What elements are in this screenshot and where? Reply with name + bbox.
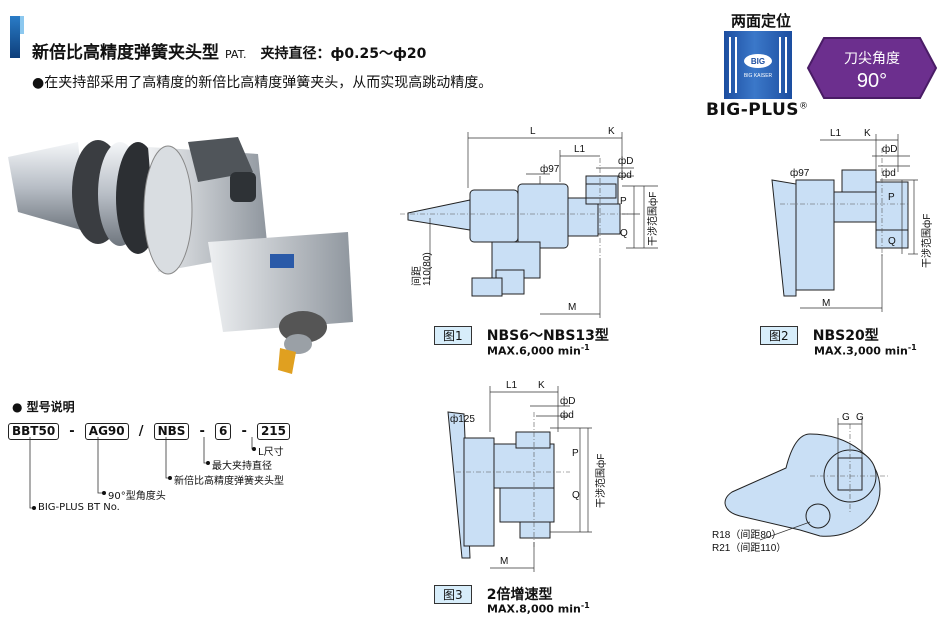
code-length: 215 xyxy=(256,423,291,440)
fig2-phiF: 干涉范围фF xyxy=(920,214,933,268)
fig4-R21: R21（间距110） xyxy=(712,541,786,554)
fig4-G1: G xyxy=(842,412,850,423)
fig2-speed: MAX.3,000 min xyxy=(814,344,908,358)
fig3-phiF: 干涉范围фF xyxy=(594,454,607,508)
fig2-sup: -1 xyxy=(907,343,917,352)
fig3-phiD: фD xyxy=(560,395,575,407)
fig1-P: P xyxy=(620,196,627,207)
fig2-speed-row: MAX.3,000 min-1 xyxy=(814,343,917,358)
brand-text: BIG-PLUS xyxy=(706,100,800,120)
note-nbs: 新倍比高精度弹簧夹头型 xyxy=(174,476,284,487)
reg-mark: ® xyxy=(799,101,809,112)
big-plus-logo: BIG BIG KAISER xyxy=(724,31,792,99)
logo-stripes-icon: BIG BIG KAISER xyxy=(729,37,787,93)
fig1-M: M xyxy=(568,302,576,313)
fig1-spacing2: 110(80) xyxy=(422,252,433,286)
code-ag: AG90 xyxy=(84,423,129,440)
fig3-sup: -1 xyxy=(580,601,590,610)
fig2-M: M xyxy=(822,298,830,309)
fig3-name: 2倍增速型 xyxy=(486,587,553,603)
fig3-L1: L1 xyxy=(506,380,518,391)
title-text: 新倍比高精度弹簧夹头型 xyxy=(32,43,219,63)
angle-badge: 刀尖角度 90° xyxy=(806,37,938,99)
sep-2: / xyxy=(138,424,144,439)
fig2-phiD: фD xyxy=(882,143,897,155)
angle-value: 90° xyxy=(857,70,887,92)
figure-4-drawing: G G R18（间距80） R21（间距110） xyxy=(712,412,890,554)
fig3-tag: 图3 xyxy=(434,585,472,604)
fig2-tag: 图2 xyxy=(760,326,798,345)
title-accent-bar xyxy=(10,16,24,58)
fig1-phiF: 干涉范围фF xyxy=(646,192,659,246)
fig1-phid: фd xyxy=(618,169,632,181)
fig2-phi97: ф97 xyxy=(790,167,810,179)
code-nbs: NBS xyxy=(153,423,190,440)
fig1-K: K xyxy=(608,126,615,137)
fig1-tag: 图1 xyxy=(434,326,472,345)
pat-mark: PAT. xyxy=(225,48,247,61)
fig3-speed-row: MAX.8,000 min-1 xyxy=(487,601,590,616)
fig1-speed-row: MAX.6,000 min-1 xyxy=(487,343,590,358)
fig1-phi97: ф97 xyxy=(540,163,560,175)
logo-mark: BIG xyxy=(751,57,765,66)
page-title: 新倍比高精度弹簧夹头型 PAT. 夹持直径：ф0.25〜ф20 xyxy=(32,38,426,63)
fig1-sup: -1 xyxy=(580,343,590,352)
figure-3-drawing: L1 K фD фd ф125 P Q 干涉范围фF M xyxy=(447,380,607,572)
fig1-L1: L1 xyxy=(574,144,586,155)
fig1-Q: Q xyxy=(620,228,628,239)
fig1-speed: MAX.6,000 min xyxy=(487,344,581,358)
code-bbt: BBT50 xyxy=(8,423,60,440)
fig4-G2: G xyxy=(856,412,864,423)
fig3-P: P xyxy=(572,448,579,459)
fig1-L: L xyxy=(530,126,536,137)
fig2-phid: фd xyxy=(882,167,896,179)
angle-label: 刀尖角度 xyxy=(844,50,900,66)
fig1-spacing1: 间距 xyxy=(410,266,423,286)
figure-1-drawing: L K L1 фD фd ф97 P Q 干涉范围фF M 间距 110(80) xyxy=(400,126,659,318)
sep-1: - xyxy=(69,424,75,439)
fig2-P: P xyxy=(888,192,895,203)
fig2-Q: Q xyxy=(888,236,896,247)
description: ●在夹持部采用了高精度的新倍比高精度弹簧夹头，从而实现高跳动精度。 xyxy=(32,75,493,91)
figure-2-drawing: L1 K фD фd ф97 P Q 干涉范围фF M xyxy=(771,128,933,312)
logo-brand: BIG-PLUS® xyxy=(706,100,809,120)
model-callout-lines xyxy=(29,437,256,510)
logo-sub: BIG KAISER xyxy=(744,73,773,79)
sep-4: - xyxy=(241,424,247,439)
fig2-L1: L1 xyxy=(830,128,842,139)
fig3-phi125: ф125 xyxy=(450,413,475,425)
fig4-R18: R18（间距80） xyxy=(712,528,781,541)
figure-3-caption: 图3 2倍增速型 xyxy=(434,584,552,604)
figure-2-caption: 图2 NBS20型 xyxy=(760,325,879,345)
model-code-row: BBT50 - AG90 / NBS - 6 - 215 xyxy=(8,420,291,440)
fig3-speed: MAX.8,000 min xyxy=(487,602,581,616)
logo-top-text: 两面定位 xyxy=(730,12,791,30)
note-max-clamp: 最大夹持直径 xyxy=(212,461,272,472)
fig3-K: K xyxy=(538,380,545,391)
fig3-M: M xyxy=(500,556,508,567)
model-title: ● 型号说明 xyxy=(12,400,75,414)
note-l: L尺寸 xyxy=(258,447,284,458)
sep-3: - xyxy=(199,424,205,439)
fig2-name: NBS20型 xyxy=(812,328,879,344)
fig3-Q: Q xyxy=(572,490,580,501)
fig1-name: NBS6〜NBS13型 xyxy=(486,328,609,344)
note-bigplus: BIG-PLUS BT No. xyxy=(38,502,120,513)
note-90deg: 90°型角度头 xyxy=(108,491,166,502)
figure-1-caption: 图1 NBS6〜NBS13型 xyxy=(434,325,609,345)
fig1-phiD: фD xyxy=(618,155,633,167)
clamp-range: 夹持直径：ф0.25〜ф20 xyxy=(260,46,427,62)
fig2-K: K xyxy=(864,128,871,139)
product-photo xyxy=(8,137,353,374)
fig3-phid: фd xyxy=(560,409,574,421)
